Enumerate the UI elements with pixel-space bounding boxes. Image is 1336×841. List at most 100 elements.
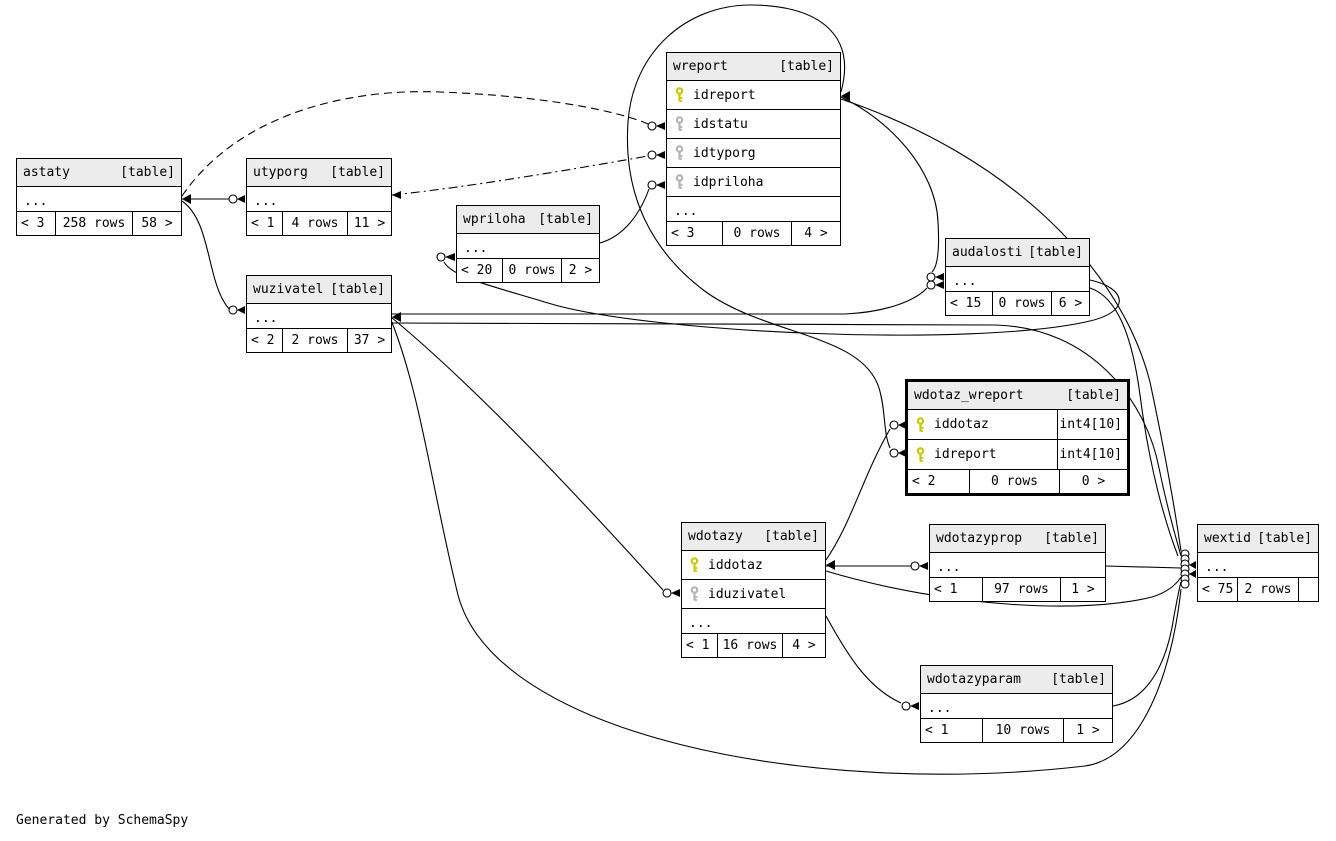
table-type-badge: [table] — [120, 165, 175, 180]
child-count: 0 > — [1081, 474, 1106, 489]
foreign-key-icon — [675, 145, 684, 160]
column-name: idtyporg — [693, 145, 756, 161]
table-name: wuzivatel — [253, 282, 324, 297]
table-name: audalosti — [952, 245, 1023, 260]
column-type: int4[10] — [1059, 417, 1122, 432]
column-row[interactable]: idreport — [667, 81, 840, 110]
table-name: wdotazy — [688, 529, 743, 544]
child-count: 1 > — [1076, 723, 1100, 738]
parent-count: < 1 — [930, 578, 983, 601]
table-header: wdotazyprop [table] — [930, 525, 1105, 553]
foreign-key-icon — [675, 174, 684, 189]
table-wreport[interactable]: wreport [table] idreport idstatu idtyporg idp… — [666, 52, 841, 246]
parent-count: < 1 — [682, 634, 718, 657]
column-row[interactable]: idstatu — [667, 110, 840, 139]
row-count: 0 rows — [723, 222, 792, 245]
child-count: 6 > — [1058, 296, 1083, 311]
table-type-badge: [table] — [1051, 672, 1106, 687]
column-name: iduzivatel — [708, 586, 787, 602]
hidden-columns-ellipsis: ... — [667, 197, 840, 222]
table-header: wdotazy [table] — [682, 523, 825, 551]
child-count — [1299, 578, 1318, 601]
column-name: iddotaz — [708, 557, 763, 573]
table-name: wpriloha — [463, 212, 526, 227]
table-name: wdotazyprop — [936, 531, 1023, 546]
hidden-columns-ellipsis: ... — [930, 553, 1105, 578]
table-name: wextid — [1204, 531, 1251, 546]
hidden-columns-ellipsis: ... — [921, 694, 1112, 719]
generator-note: Generated by SchemaSpy — [16, 813, 189, 828]
table-type-badge: [table] — [1257, 531, 1312, 546]
table-header: audalosti [table] — [946, 239, 1089, 267]
column-row[interactable]: iduzivatel — [682, 580, 825, 609]
table-header: wreport [table] — [667, 53, 840, 81]
column-row[interactable]: idpriloha — [667, 168, 840, 197]
parent-count: < 75 — [1198, 578, 1238, 601]
row-count: 10 rows — [983, 719, 1064, 742]
hidden-columns-ellipsis: ... — [1198, 553, 1318, 578]
row-count: 2 rows — [283, 329, 348, 352]
column-row[interactable]: iddotaz int4[10] — [908, 410, 1127, 440]
foreign-key-icon — [690, 586, 699, 601]
child-count: 58 > — [141, 216, 173, 231]
parent-count: < 1 — [247, 212, 283, 235]
parent-count: < 15 — [946, 292, 993, 315]
table-header: wpriloha [table] — [457, 206, 599, 234]
row-count: 16 rows — [718, 634, 783, 657]
table-header: wdotazyparam[table] — [921, 666, 1112, 694]
table-name: wreport — [673, 59, 728, 74]
child-count: 37 > — [353, 333, 386, 348]
child-count: 11 > — [353, 216, 386, 231]
child-count: 1 > — [1071, 582, 1095, 597]
row-count: 0 rows — [993, 292, 1052, 315]
column-name: idreport — [693, 87, 756, 103]
column-row[interactable]: idtyporg — [667, 139, 840, 168]
table-name: utyporg — [253, 165, 308, 180]
table-type-badge: [table] — [538, 212, 593, 227]
hidden-columns-ellipsis: ... — [247, 304, 391, 329]
table-type-badge: [table] — [330, 282, 385, 297]
table-header: wextid [table] — [1198, 525, 1318, 553]
table-type-badge: [table] — [1028, 245, 1083, 260]
column-type: int4[10] — [1059, 447, 1122, 462]
hidden-columns-ellipsis: ... — [946, 267, 1089, 292]
parent-count: < 1 — [921, 719, 983, 742]
hidden-columns-ellipsis: ... — [682, 609, 825, 634]
table-type-badge: [table] — [779, 59, 834, 74]
table-type-badge: [table] — [764, 529, 819, 544]
child-count: 4 > — [792, 638, 816, 653]
table-type-badge: [table] — [1066, 388, 1121, 403]
primary-key-icon — [916, 446, 925, 462]
primary-key-icon — [916, 416, 925, 432]
primary-key-icon — [690, 557, 699, 572]
column-row[interactable]: iddotaz — [682, 551, 825, 580]
column-name: iddotaz — [934, 417, 989, 432]
column-name: idstatu — [693, 116, 748, 132]
table-type-badge: [table] — [1044, 531, 1099, 546]
parent-count: < 2 — [908, 470, 970, 493]
primary-key-icon — [675, 87, 684, 102]
child-count: 4 > — [804, 226, 828, 241]
